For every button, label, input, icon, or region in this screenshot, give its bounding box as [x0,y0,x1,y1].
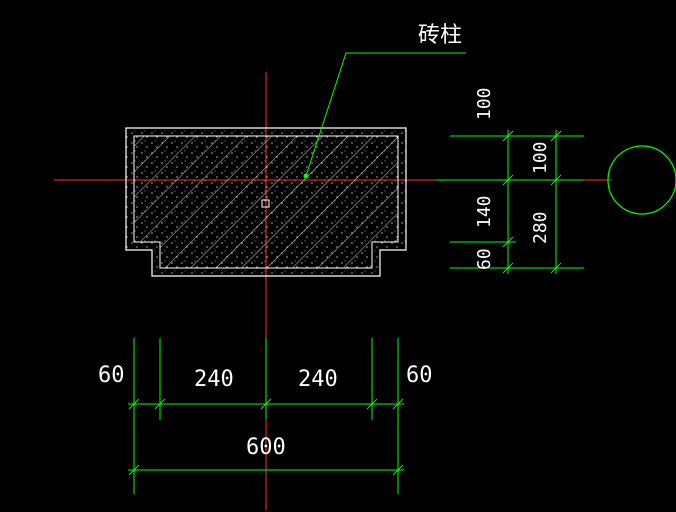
column-label: 砖柱 [418,23,462,48]
column-inner-speckle [134,136,398,268]
bottom-dim-3: 240 [298,367,338,392]
bottom-dimension-lines [128,338,404,494]
leader-dot [303,173,309,179]
right-dim-outer-2: 140 [474,195,495,228]
section-marker-circle [607,145,676,215]
right-dim-outer-1: 100 [474,87,495,120]
leader-line [305,52,466,177]
brick-column-section [125,127,407,277]
right-dim-inner-2: 280 [530,211,551,244]
bottom-dim-2: 240 [194,367,234,392]
bottom-dim-1: 60 [98,363,125,388]
right-dim-inner-1: 100 [530,141,551,174]
bottom-dim-4: 60 [406,363,433,388]
bottom-dim-total: 600 [246,435,286,460]
right-dim-outer-3: 60 [474,248,495,270]
center-mark [261,199,270,208]
leader [303,52,466,179]
right-dimension-lines [436,130,584,274]
